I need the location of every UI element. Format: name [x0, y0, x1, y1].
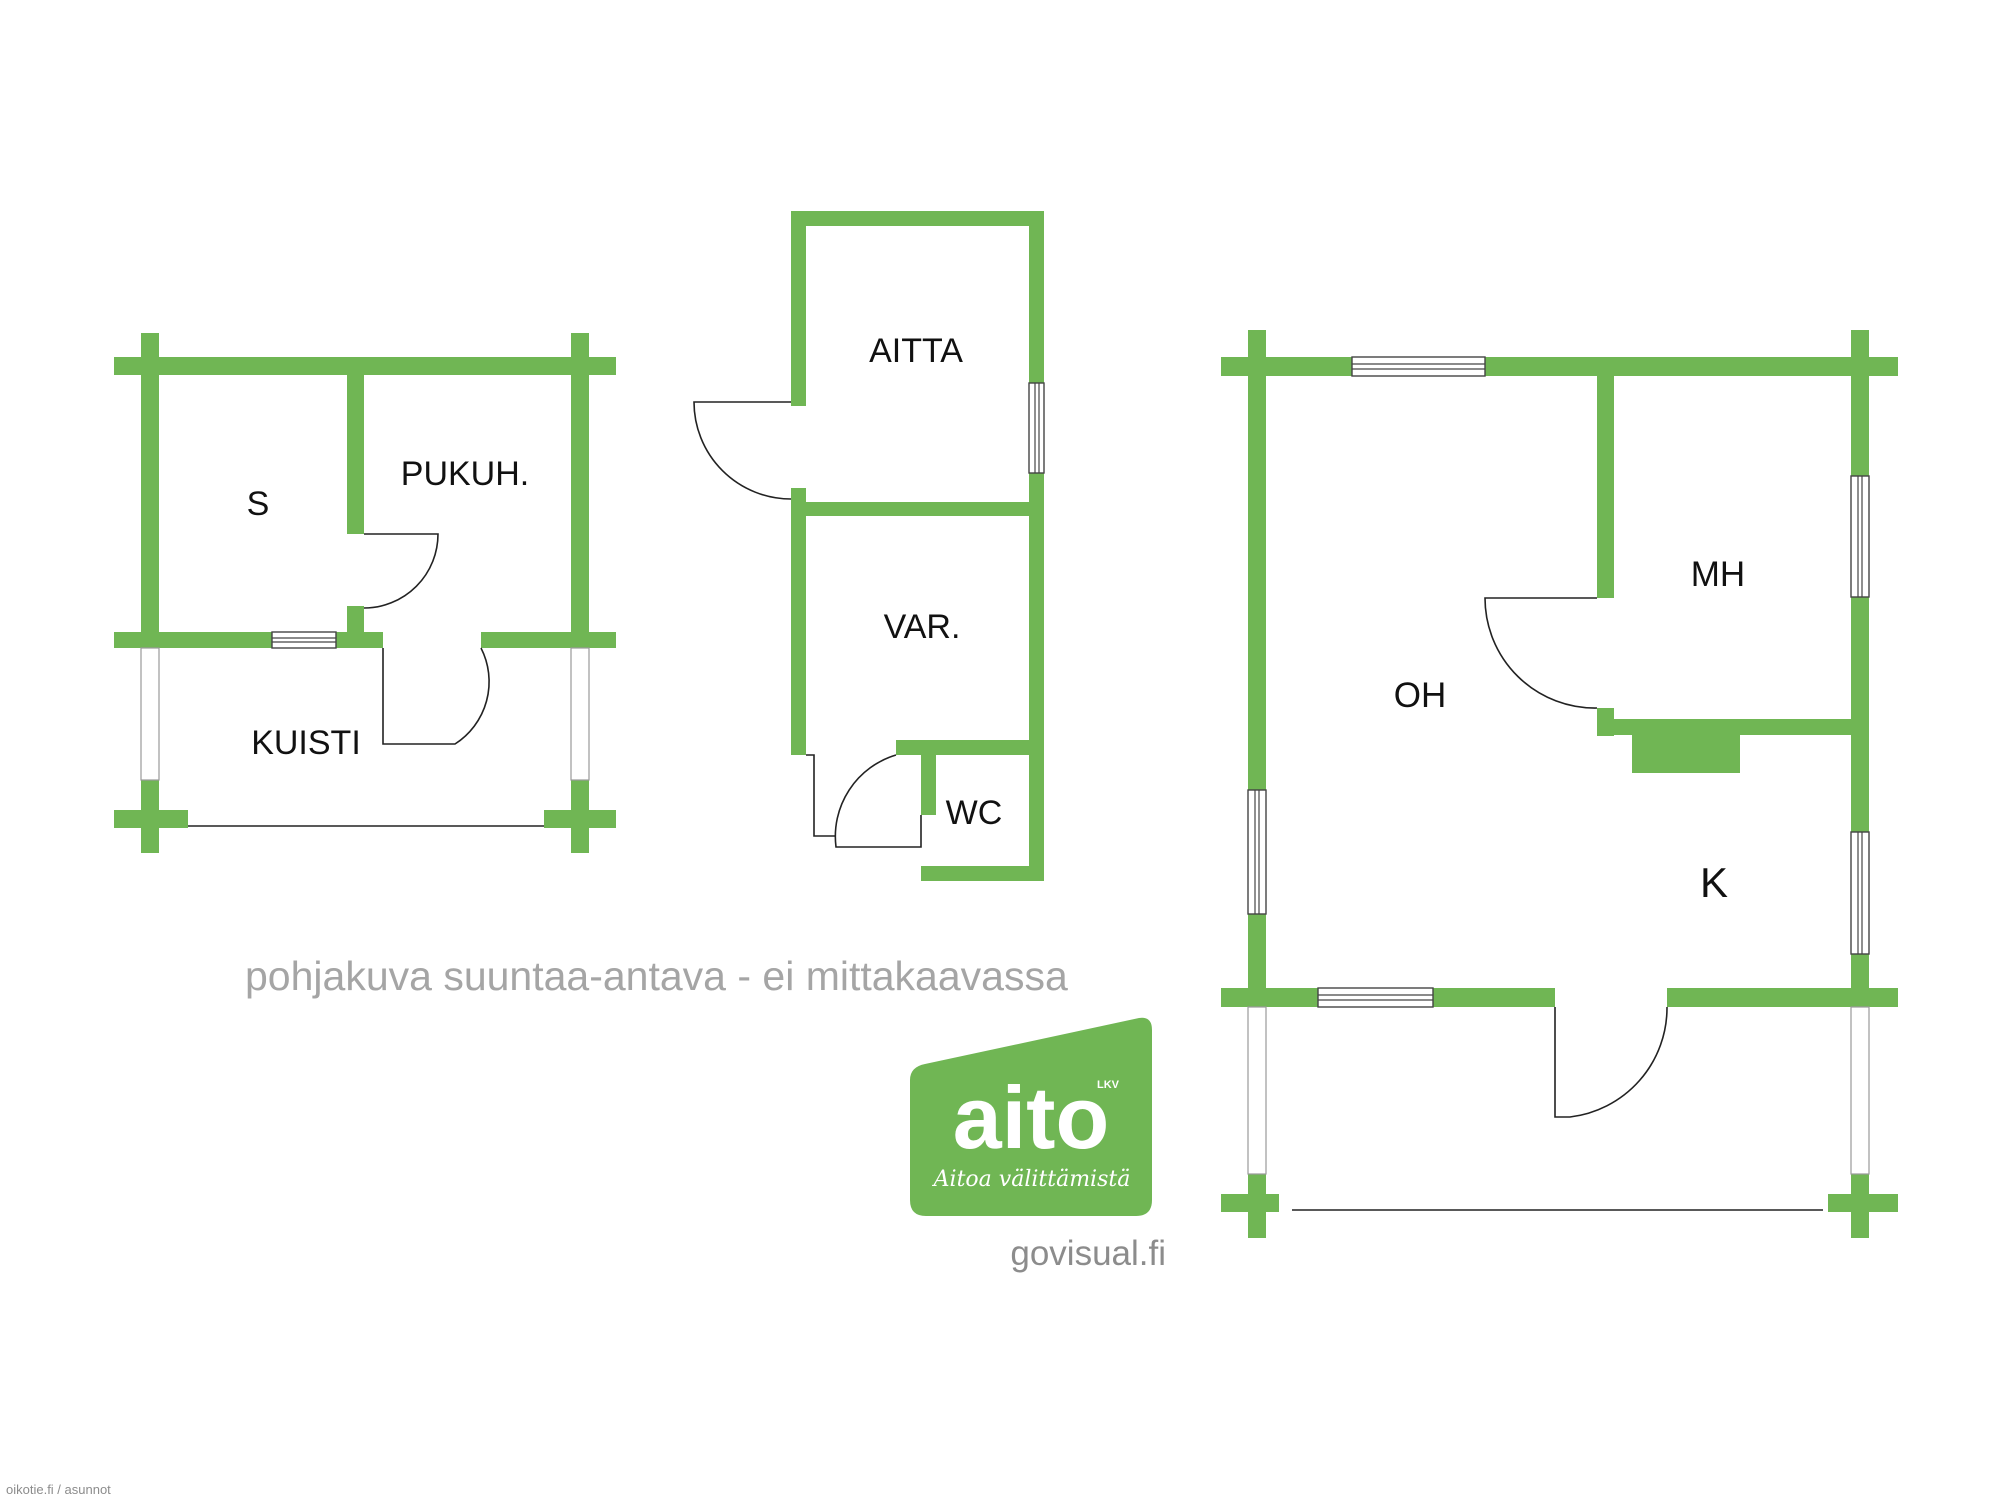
room-label-wc: WC — [946, 794, 1003, 832]
source-watermark: oikotie.fi / asunnot — [6, 1482, 111, 1497]
aitta-openings — [1028, 382, 1045, 474]
logo-slogan: Aitoa välittämistä — [932, 1167, 1131, 1192]
scale-disclaimer: pohjakuva suuntaa-antava - ei mittakaava… — [245, 953, 1068, 999]
logo-badge-shape — [910, 1017, 1152, 1216]
room-label-oh: OH — [1394, 676, 1447, 715]
govisual-credit: govisual.fi — [1010, 1234, 1166, 1273]
logo-lkv-badge: LKV — [1097, 1079, 1120, 1091]
logo-wordmark: aito — [953, 1068, 1109, 1167]
room-label-aitta: AITTA — [869, 332, 963, 370]
main-openings — [1247, 356, 1870, 1211]
aitta-building — [791, 211, 1044, 881]
main-doors — [1484, 597, 1668, 1118]
room-label-k: K — [1700, 859, 1728, 906]
room-label-pukuh: PUKUH. — [401, 455, 529, 493]
sauna-doors — [363, 533, 490, 745]
room-label-s: S — [247, 485, 270, 523]
room-label-kuisti: KUISTI — [251, 724, 361, 762]
room-label-var: VAR. — [884, 608, 961, 646]
aitta-doors — [693, 401, 922, 848]
sauna-building — [114, 333, 616, 853]
room-label-mh: MH — [1691, 555, 1745, 594]
aito-logo: aito LKV Aitoa välittämistä — [910, 1017, 1152, 1216]
main-cottage — [1221, 330, 1898, 1238]
sauna-openings — [140, 630, 590, 830]
